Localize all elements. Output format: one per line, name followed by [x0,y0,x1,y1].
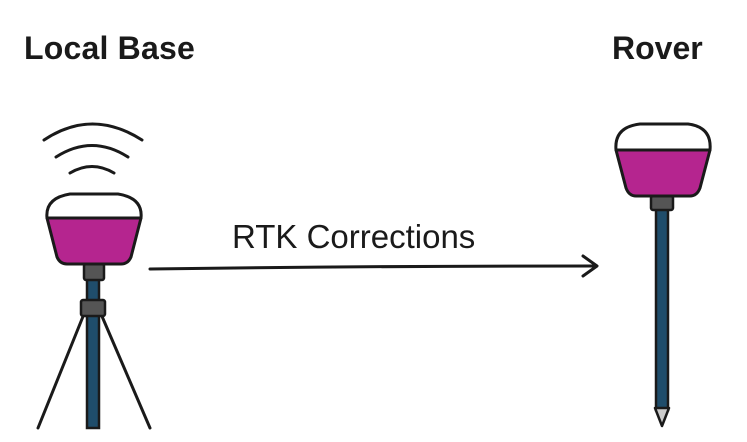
base-receiver-icon [45,192,143,266]
rover-pole [654,204,670,412]
rover-label: Rover [612,30,703,66]
tribrach-clamp [79,298,107,318]
rover-pole-tip [653,406,671,428]
local-base-label: Local Base [24,30,195,66]
rtk-corrections-arrow [148,254,599,278]
base-receiver-connector [82,262,106,282]
rtk-corrections-label: RTK Corrections [232,218,476,255]
tripod-icon [36,312,152,430]
radio-waves-icon [42,122,144,175]
rover-receiver-connector [649,194,675,212]
rover-receiver-icon [614,122,712,198]
